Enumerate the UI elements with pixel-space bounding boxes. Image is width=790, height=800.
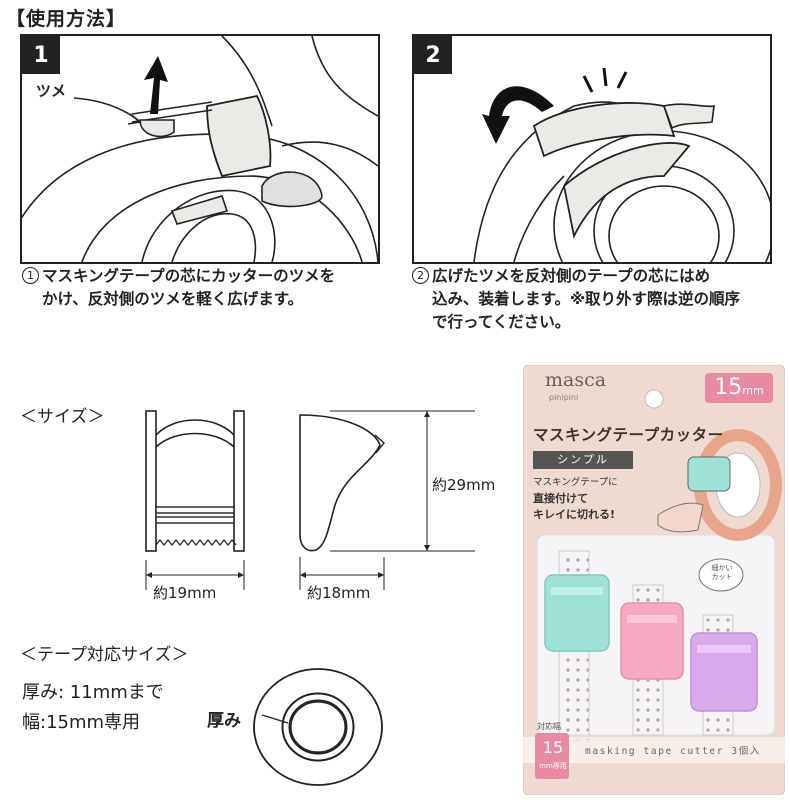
step2-caption-line2: 込み、装着します。※取り外す際は逆の順序: [432, 290, 741, 308]
step1-caption-line2: かけ、反対側のツメを軽く広げます。: [42, 290, 304, 308]
feature-line1: マスキングテープに: [533, 477, 618, 488]
step1-caption-number: 1: [22, 267, 39, 284]
size-badge: 15mm: [705, 373, 773, 403]
thickness-callout-label: 厚み: [207, 711, 241, 731]
size-badge-number: 15: [714, 375, 743, 400]
compat-badge: 15 mm専用: [536, 737, 570, 773]
compat-number: 15: [542, 738, 564, 757]
compat-unit: mm専用: [539, 762, 567, 770]
compat-label: 対応幅: [537, 722, 561, 731]
size-badge-unit: mm: [742, 384, 764, 397]
depth-dimension-label: 約18mm: [307, 584, 371, 602]
brand-sub: pinipini: [549, 393, 579, 402]
feature-bullet: マスキングテープに 直接付けて キレイに切れる!: [533, 475, 618, 523]
package-card: [523, 365, 785, 795]
step1-panel: 1 ツメ: [20, 34, 380, 264]
step1-number: 1: [22, 36, 60, 74]
step2-caption-line1: 広げたツメを反対側のテープの芯にはめ: [432, 267, 711, 285]
product-package: masca pinipini 15mm マスキングテープカッター シンプル マス…: [523, 365, 785, 795]
tape-thickness-spec: 厚み: 11mmまで: [22, 682, 164, 703]
bubble-line1: 細かい: [711, 564, 733, 572]
height-dimension-label: 約29mm: [432, 476, 496, 494]
width-dimension-label: 約19mm: [153, 584, 217, 602]
step2-caption-line3: で行ってください。: [432, 313, 571, 331]
bubble-line2: カット: [711, 573, 733, 581]
step1-illustration: [22, 36, 378, 262]
brand-logo: masca: [545, 369, 607, 391]
step2-number: 2: [414, 36, 452, 74]
tape-size-heading: ＜テープ対応サイズ＞: [20, 645, 189, 665]
step2-panel: 2: [412, 34, 772, 264]
feature-line3: キレイに切れる!: [533, 508, 616, 521]
size-diagram: [145, 410, 475, 590]
claw-callout-label: ツメ: [36, 82, 67, 100]
step2-illustration: [473, 67, 770, 262]
package-footer-text: masking tape cutter 3個入: [585, 746, 761, 757]
bubble-text: 細かい カット: [705, 564, 739, 582]
tape-roll-diagram: [253, 668, 383, 786]
variant-label: シンプル: [533, 451, 633, 469]
product-title: マスキングテープカッター: [533, 426, 724, 444]
usage-heading: 【使用方法】: [6, 8, 127, 30]
size-heading: ＜サイズ＞: [20, 407, 105, 427]
step1-caption-line1: マスキングテープの芯にカッターのツメを: [42, 267, 336, 285]
feature-line2: 直接付けて: [533, 492, 588, 505]
step2-caption-number: 2: [412, 267, 429, 284]
tape-width-spec: 幅:15mm専用: [22, 712, 141, 733]
